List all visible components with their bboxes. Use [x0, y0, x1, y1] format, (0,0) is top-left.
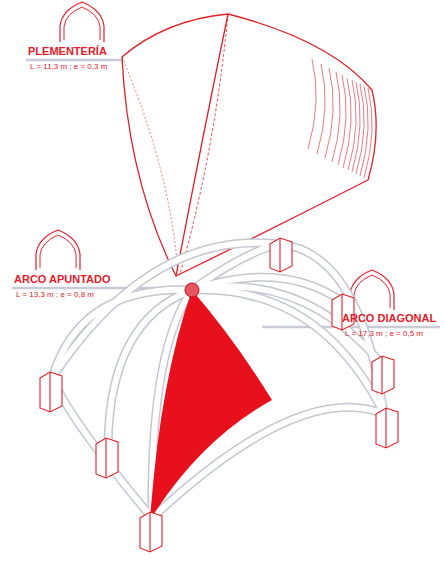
arch-icon [40, 235, 76, 268]
pier [96, 438, 118, 478]
shell-hatching [308, 59, 372, 178]
arch-icon [354, 275, 390, 308]
pier [270, 238, 292, 272]
hatch-line [325, 68, 333, 158]
hatch-line [332, 72, 340, 162]
shell-outline [122, 14, 376, 276]
dimension: L = 17,3 m ; e = 0,5 m [345, 329, 423, 339]
dimension: L = 11,3 m ; e = 0,3 m [30, 62, 107, 72]
part-name: ARCO APUNTADO [14, 273, 111, 286]
shell-hidden-edge [122, 57, 178, 272]
arch-icon [60, 2, 104, 42]
hatch-line [348, 80, 356, 170]
pier [140, 512, 162, 552]
rib [52, 378, 152, 518]
shell-hidden-edge [180, 14, 228, 274]
pier [376, 408, 398, 448]
hatch-line [317, 64, 325, 154]
arch-icon [36, 230, 80, 270]
pier [372, 356, 394, 394]
hatch-line [343, 78, 351, 168]
web-segment [150, 290, 272, 520]
part-name: PLEMENTERÍA [28, 45, 107, 58]
keystone [185, 283, 199, 297]
arch-icon [64, 7, 100, 40]
pier [40, 372, 62, 412]
shell-edge [176, 14, 228, 276]
part-name: ARCO DIAGONAL [342, 312, 436, 325]
piers [40, 238, 398, 552]
dimension: L = 13,3 m ; e = 0,8 m [16, 290, 94, 300]
web-shell [122, 14, 376, 276]
leader-line [26, 59, 124, 62]
hatch-line [308, 59, 316, 149]
